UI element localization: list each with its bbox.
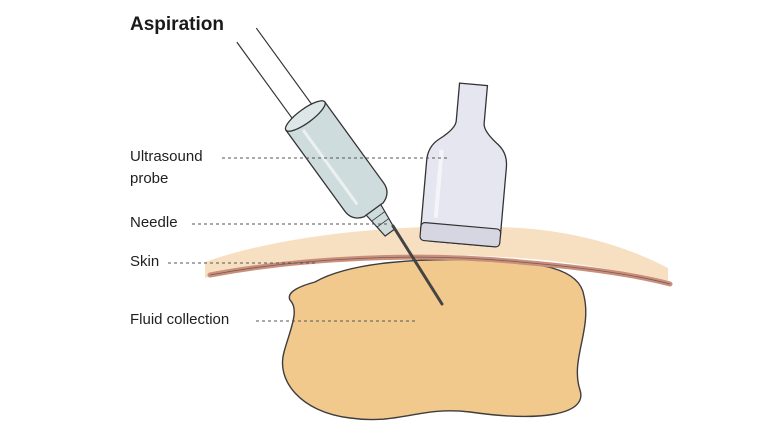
syringe — [236, 27, 396, 237]
label-ultrasound-probe: Ultrasound probe — [130, 146, 203, 190]
label-ultrasound-probe-line2: probe — [130, 170, 169, 187]
skin-line-outline — [209, 256, 671, 285]
label-fluid-collection: Fluid collection — [130, 311, 230, 328]
fluid-collection-shape — [281, 258, 587, 421]
subcutaneous-band — [205, 226, 668, 284]
label-ultrasound-probe-line1: Ultrasound — [130, 148, 203, 165]
ultrasound-probe — [419, 82, 508, 248]
label-needle: Needle — [130, 214, 178, 231]
label-skin: Skin — [130, 253, 160, 270]
needle-shaft — [391, 224, 444, 306]
diagram-title: Aspiration — [130, 14, 224, 35]
